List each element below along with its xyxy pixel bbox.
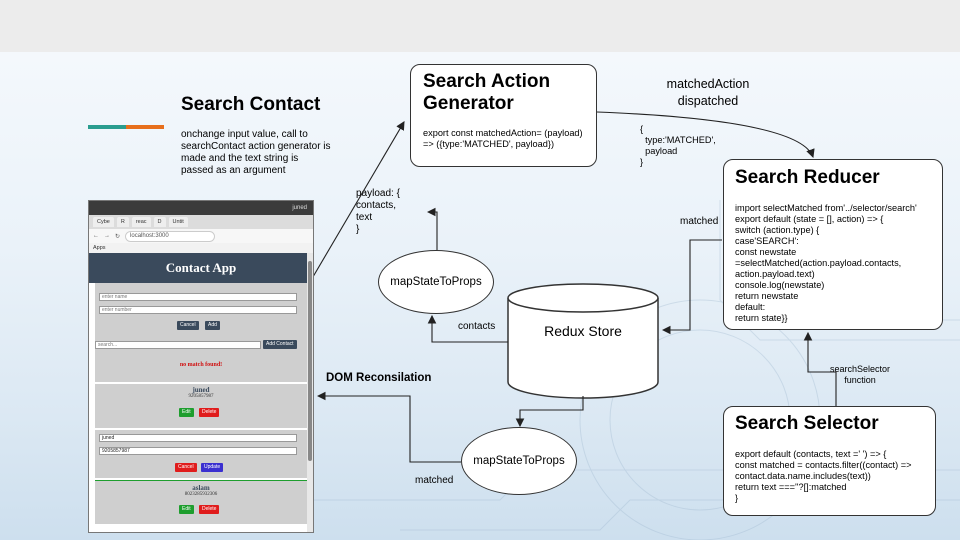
app-title: Contact App xyxy=(89,253,313,283)
action-generator-title-line1: Search Action xyxy=(423,71,551,92)
contact-name: aslam xyxy=(192,484,210,492)
contact-card: juned 9205857987 Edit Delete xyxy=(95,384,307,428)
accent-bar-teal xyxy=(88,125,126,129)
delete-button[interactable]: Delete xyxy=(199,505,220,514)
contact-number: 8023285932306 xyxy=(184,492,218,497)
search-input[interactable]: search... xyxy=(95,341,261,349)
add-button[interactable]: Add xyxy=(205,321,220,330)
redux-store-cylinder xyxy=(507,283,659,399)
name-input[interactable]: enter name xyxy=(99,293,297,301)
browser-tabs: Cybe R reac D Untit xyxy=(89,215,313,229)
payload-label: payload: { contacts, text } xyxy=(356,188,400,235)
dispatch-label-line1: matchedAction xyxy=(666,77,750,91)
top-band xyxy=(0,0,960,52)
search-action-generator-box: Search Action Generator export const mat… xyxy=(410,64,597,167)
browser-tab[interactable]: Untit xyxy=(168,217,188,227)
dispatch-label-line2: dispatched xyxy=(677,94,739,108)
browser-tab[interactable]: D xyxy=(153,217,166,227)
contacts-label: contacts xyxy=(458,321,496,332)
browser-tab[interactable]: R xyxy=(116,217,129,227)
contact-card: aslam 8023285932306 Edit Delete xyxy=(95,480,307,524)
action-generator-code: export const matchedAction= (payload) =>… xyxy=(423,128,583,149)
matched-right-label: matched xyxy=(680,216,719,227)
reducer-title: Search Reducer xyxy=(735,167,880,188)
browser-tab[interactable]: reac xyxy=(131,217,151,227)
os-top-bar: juned xyxy=(89,201,313,215)
no-match-message: no match found! xyxy=(179,362,223,368)
search-selector-box: Search Selector export default (contacts… xyxy=(723,406,936,516)
contact-name: juned xyxy=(192,386,210,394)
scrollbar-thumb[interactable] xyxy=(308,261,312,461)
heading-description: onchange input value, call to searchCont… xyxy=(181,129,331,176)
os-user: juned xyxy=(292,205,307,211)
add-contact-button[interactable]: Add Contact xyxy=(263,340,297,349)
selector-edge-label: searchSelector function xyxy=(830,364,891,385)
update-button[interactable]: Update xyxy=(201,463,224,472)
contact-number: 9205857987 xyxy=(188,394,214,399)
edit-cancel-button[interactable]: Cancel xyxy=(175,463,197,472)
dispatch-payload: { type:'MATCHED', payload } xyxy=(640,124,716,167)
add-contact-form: enter name enter number Cancel Add xyxy=(95,283,307,338)
heading-title: Search Contact xyxy=(181,94,321,115)
selector-title: Search Selector xyxy=(735,413,879,434)
back-icon[interactable]: ← xyxy=(93,233,99,239)
selector-code: export default (contacts, text =' ') => … xyxy=(735,449,912,503)
map-state-to-props-top: mapStateToProps xyxy=(378,250,494,314)
action-generator-title-line2: Generator xyxy=(423,93,514,114)
map-top-label: mapStateToProps xyxy=(390,276,482,288)
search-section: search... Add Contact no match found! xyxy=(95,338,307,382)
reducer-code: import selectMatched from'../selector/se… xyxy=(735,203,917,323)
cancel-button[interactable]: Cancel xyxy=(177,321,199,330)
matched-bottom-label: matched xyxy=(415,475,454,486)
redux-store-label: Redux Store xyxy=(544,323,622,339)
edit-button[interactable]: Edit xyxy=(179,408,194,417)
dom-reconsilation-label: DOM Reconsilation xyxy=(326,372,432,384)
bookmarks-bar: Apps xyxy=(89,243,313,253)
map-state-to-props-bottom: mapStateToProps xyxy=(461,427,577,495)
edit-contact-form: juned 9205857987 Cancel Update xyxy=(95,430,307,478)
edit-name-input[interactable]: juned xyxy=(99,434,297,442)
address-field[interactable]: localhost:3000 xyxy=(125,230,216,242)
delete-button[interactable]: Delete xyxy=(199,408,220,417)
edit-number-input[interactable]: 9205857987 xyxy=(99,447,297,455)
browser-tab[interactable]: Cybe xyxy=(93,217,114,227)
number-input[interactable]: enter number xyxy=(99,306,297,314)
bookmark-apps[interactable]: Apps xyxy=(93,245,106,251)
edit-button[interactable]: Edit xyxy=(179,505,194,514)
contact-app-screenshot: juned Cybe R reac D Untit ← → ↻ localhos… xyxy=(88,200,314,533)
browser-url-bar: ← → ↻ localhost:3000 xyxy=(89,229,313,243)
forward-icon[interactable]: → xyxy=(104,233,110,239)
accent-bar-orange xyxy=(126,125,164,129)
reload-icon[interactable]: ↻ xyxy=(115,233,121,240)
map-bottom-label: mapStateToProps xyxy=(473,455,565,467)
search-reducer-box: Search Reducer import selectMatched from… xyxy=(723,159,943,330)
